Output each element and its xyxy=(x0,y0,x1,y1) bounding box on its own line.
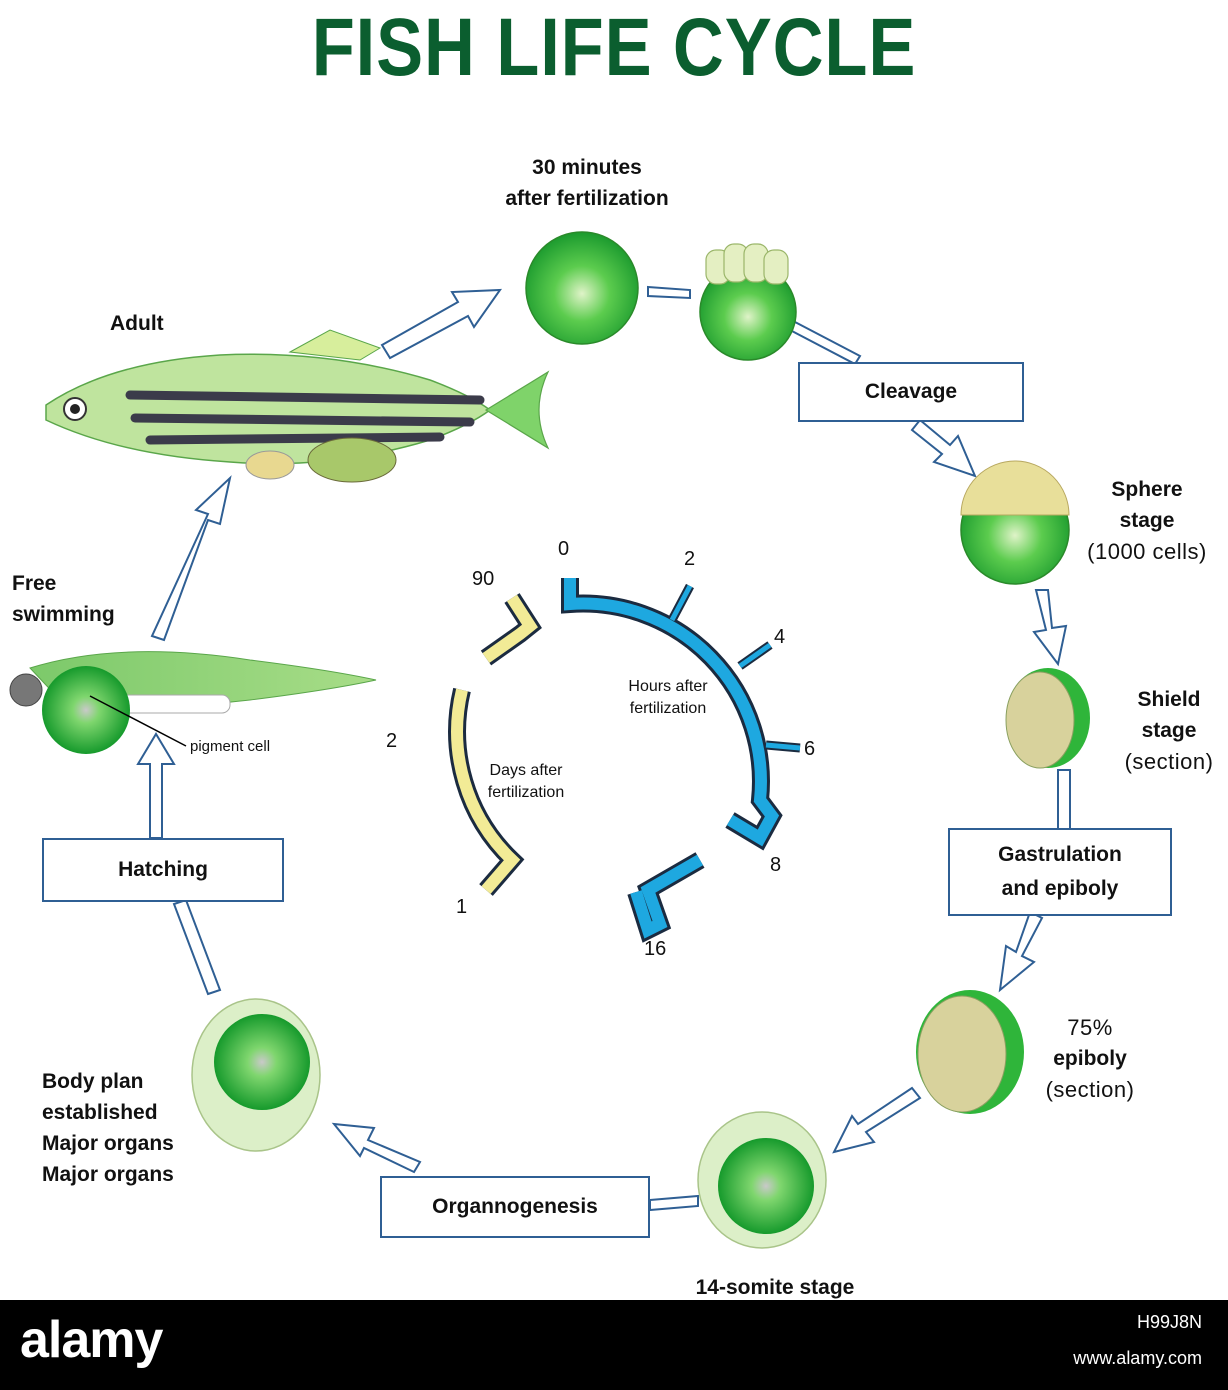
body-plan-line-4: Major organs xyxy=(42,1163,174,1186)
epiboly-line-1: 75% xyxy=(1067,1015,1113,1040)
cleavage-box: Cleavage xyxy=(798,362,1024,422)
day-tick-label: 90 xyxy=(472,568,495,590)
diagram-artwork xyxy=(9,231,1090,1249)
body-plan-label: Body plan established Major organs Major… xyxy=(42,1066,222,1190)
sphere-label: Sphere stage (1000 cells) xyxy=(1066,474,1228,567)
organogenesis-label: Organnogenesis xyxy=(432,1195,598,1218)
hour-tick-label: 16 xyxy=(644,938,667,960)
epiboly-label: 75% epiboly (section) xyxy=(1030,1012,1150,1105)
gastrulation-line-1: Gastrulation xyxy=(998,843,1122,866)
epiboly-line-2: epiboly xyxy=(1053,1047,1127,1070)
sphere-line-1: Sphere xyxy=(1111,478,1183,501)
hatching-label: Hatching xyxy=(118,858,208,881)
hours-caption-line-1: Hours after xyxy=(628,678,708,695)
somite-label: 14-somite stage xyxy=(695,1276,855,1299)
image-id: H99J8N xyxy=(1136,1312,1202,1332)
gastrulation-line-2: and epiboly xyxy=(1001,877,1119,900)
fertilization-line-1: 30 minutes xyxy=(532,156,642,179)
free-swimming-line-1: Free xyxy=(12,572,57,595)
sphere-line-2: stage xyxy=(1119,509,1175,532)
epiboly-line-3: (section) xyxy=(1045,1077,1135,1102)
shield-line-2: stage xyxy=(1141,719,1197,742)
days-caption-line-1: Days after xyxy=(489,762,563,779)
hour-tick-label: 0 xyxy=(558,538,570,560)
hour-tick-label: 4 xyxy=(774,626,786,648)
site-url: www.alamy.com xyxy=(1073,1348,1202,1368)
fertilization-label: 30 minutes after fertilization xyxy=(482,152,692,214)
brand-logo: alamy xyxy=(20,1311,163,1369)
cleavage-label: Cleavage xyxy=(864,380,958,403)
body-plan-line-2: established xyxy=(42,1101,158,1124)
hatching-box: Hatching xyxy=(42,838,284,902)
life-cycle-diagram: FISH LIFE CYCLE xyxy=(9,2,1228,1299)
gastrulation-box: Gastrulation and epiboly xyxy=(948,828,1172,916)
pigment-cell-label: pigment cell xyxy=(190,738,271,755)
days-caption: Days after fertilization xyxy=(464,760,588,804)
page-title: FISH LIFE CYCLE xyxy=(311,2,917,93)
shield-line-3: (section) xyxy=(1124,749,1214,774)
hour-tick-label: 2 xyxy=(684,548,696,570)
day-tick-label: 1 xyxy=(456,896,468,918)
shield-line-1: Shield xyxy=(1137,688,1201,711)
days-caption-line-2: fertilization xyxy=(487,784,565,801)
day-tick-label: 2 xyxy=(386,730,398,752)
watermark-footer: alamy H99J8N www.alamy.com xyxy=(0,1300,1228,1390)
hour-tick-label: 6 xyxy=(804,738,816,760)
free-swimming-label: Free swimming xyxy=(12,568,152,630)
hours-caption-line-2: fertilization xyxy=(629,700,707,717)
adult-label: Adult xyxy=(110,312,164,335)
fertilization-line-2: after fertilization xyxy=(505,187,669,210)
body-plan-line-1: Body plan xyxy=(42,1070,144,1093)
free-swimming-line-2: swimming xyxy=(12,603,115,626)
hour-tick-label: 8 xyxy=(770,854,782,876)
organogenesis-box: Organnogenesis xyxy=(380,1176,650,1238)
body-plan-line-3: Major organs xyxy=(42,1132,174,1155)
shield-label: Shield stage (section) xyxy=(1110,684,1228,777)
sphere-line-3: (1000 cells) xyxy=(1087,539,1207,564)
hours-caption: Hours after fertilization xyxy=(606,676,730,720)
